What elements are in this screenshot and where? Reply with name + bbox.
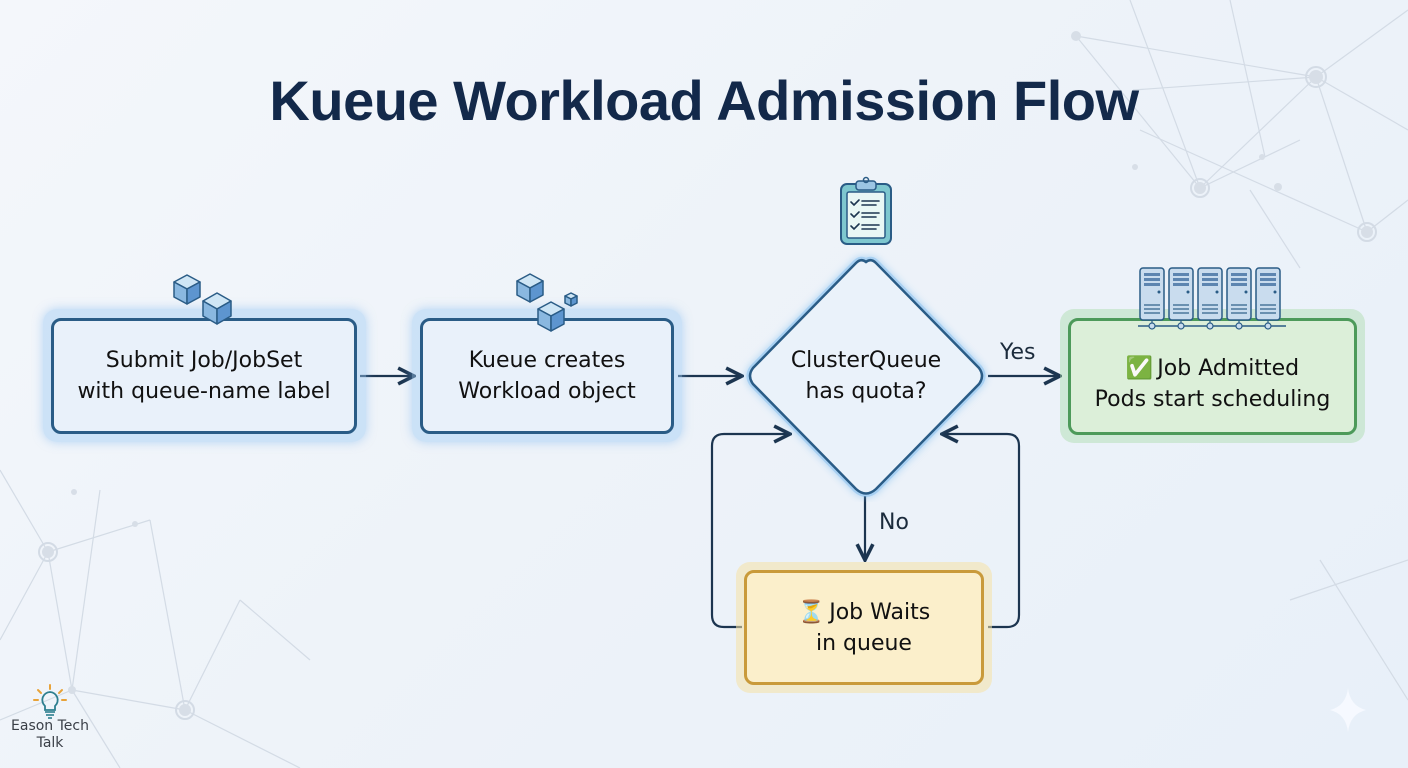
admitted-line1: Job Admitted (1157, 355, 1300, 381)
check-mark-icon: ✅ (1125, 355, 1154, 381)
submit-job-node: Submit Job/JobSet with queue-name label (51, 318, 357, 434)
job-admitted-node: ✅Job Admitted Pods start scheduling (1068, 318, 1357, 435)
waits-line2: in queue (816, 630, 912, 656)
decision-line2: has quota? (805, 379, 927, 404)
lightbulb-icon (33, 684, 67, 719)
brand-logo-text: Eason Tech Talk (0, 718, 100, 752)
server-rack-icon (1138, 267, 1286, 330)
admitted-line2: Pods start scheduling (1094, 386, 1331, 412)
yes-label: Yes (1000, 340, 1036, 365)
hourglass-icon: ⏳ (797, 599, 826, 625)
sparkle-icon (1330, 688, 1366, 732)
cubes-icon (516, 273, 578, 332)
clipboard-checklist-icon (840, 176, 892, 245)
job-waits-node: ⏳Job Waits in queue (744, 570, 984, 685)
no-label: No (879, 510, 909, 535)
arrow-loop-right (942, 434, 1021, 629)
decision-text: ClusterQueue has quota? (749, 345, 983, 407)
cubes-icon (173, 274, 232, 325)
brand-line2: Talk (36, 735, 64, 751)
arrow-loop-left (710, 434, 790, 629)
decision-diamond (746, 256, 986, 497)
create-node-line2: Workload object (458, 379, 636, 404)
page-title: Kueue Workload Admission Flow (269, 69, 1139, 132)
decision-line1: ClusterQueue (790, 348, 942, 373)
create-node-line1: Kueue creates (468, 348, 626, 373)
submit-node-line1: Submit Job/JobSet (105, 348, 303, 373)
waits-line1: Job Waits (829, 599, 931, 625)
submit-node-line2: with queue-name label (77, 379, 331, 404)
brand-line1: Eason Tech (11, 718, 89, 734)
kueue-creates-workload-node: Kueue creates Workload object (420, 318, 674, 434)
